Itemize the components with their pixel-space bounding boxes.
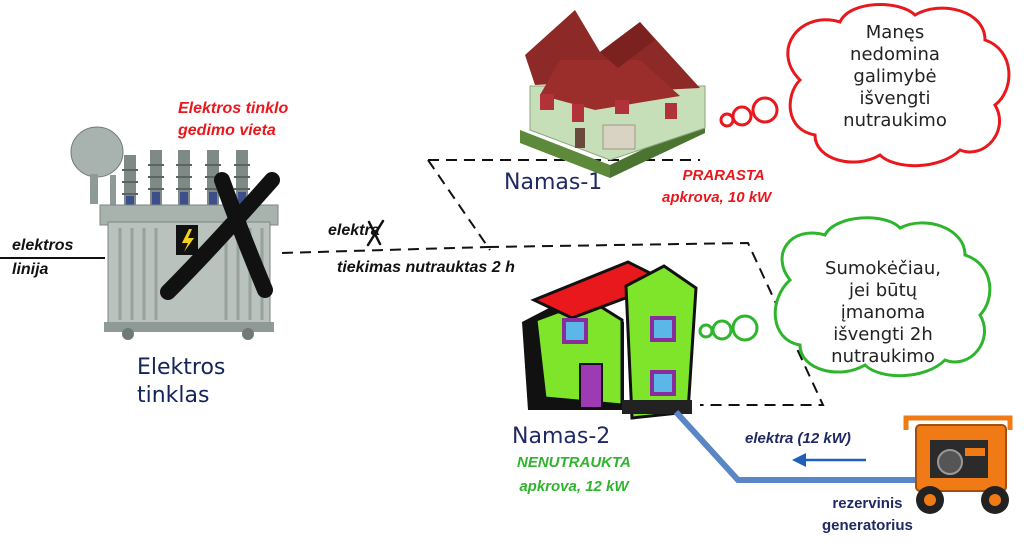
fault-location-label: Elektros tinklo gedimo vieta bbox=[178, 98, 288, 142]
house-2-name: Namas-2 bbox=[512, 424, 611, 449]
power-line-label: elektros linija bbox=[12, 234, 73, 282]
generator-label-line1: rezervinis bbox=[832, 495, 903, 512]
house-2-status-line1: NENUTRAUKTA bbox=[517, 454, 631, 471]
thought-1-line: Manęs bbox=[865, 22, 925, 43]
house-2-status: NENUTRAUKTA apkrova, 12 kW bbox=[517, 451, 631, 499]
generator-label: rezervinis generatorius bbox=[822, 493, 913, 537]
fault-location-line1: Elektros tinklo bbox=[178, 100, 289, 117]
grid-label-line1: Elektros bbox=[137, 355, 226, 380]
thought-1-line: nedomina bbox=[850, 44, 940, 65]
fault-x-icon bbox=[160, 172, 280, 300]
thought-cloud-2-text: Sumokėčiau, jei būtų įmanoma išvengti 2h… bbox=[808, 258, 958, 368]
cancel-x-icon bbox=[366, 219, 385, 247]
thought-cloud-2 bbox=[698, 216, 992, 378]
power-line-label-line1: elektros bbox=[12, 237, 74, 254]
thought-cloud-1-text: Manęs nedomina galimybė išvengti nutrauk… bbox=[820, 22, 970, 132]
generator-icon bbox=[903, 415, 1013, 514]
thought-2-line: jei būtų bbox=[848, 280, 918, 301]
thought-cloud-1 bbox=[719, 3, 1011, 168]
thought-1-line: nutraukimo bbox=[843, 110, 947, 131]
fault-location-line2: gedimo vieta bbox=[178, 122, 276, 139]
supply-interrupted-label: tiekimas nutrauktas 2 h bbox=[337, 259, 515, 276]
house-2-icon bbox=[522, 260, 698, 420]
generator-flow-label: elektra (12 kW) bbox=[745, 430, 851, 447]
generator-feed-line bbox=[673, 409, 920, 483]
thought-2-line: įmanoma bbox=[840, 302, 926, 323]
house-1-status: PRARASTA apkrova, 10 kW bbox=[662, 165, 771, 209]
supply-word-label: elektra bbox=[328, 222, 380, 239]
thought-2-line: Sumokėčiau, bbox=[825, 258, 941, 279]
grid-label: Elektros tinklas bbox=[137, 354, 225, 410]
thought-1-line: galimybė bbox=[853, 66, 937, 87]
thought-1-line: išvengti bbox=[859, 88, 931, 109]
power-line-label-line2: linija bbox=[12, 261, 49, 278]
house-2-status-line2: apkrova, 12 kW bbox=[519, 478, 629, 495]
generator-label-line2: generatorius bbox=[822, 517, 913, 534]
house-1-status-line1: PRARASTA bbox=[682, 167, 765, 184]
flow-arrow-icon bbox=[792, 453, 866, 467]
house-1-name: Namas-1 bbox=[504, 170, 603, 195]
house-1-icon bbox=[520, 10, 706, 178]
house-1-status-line2: apkrova, 10 kW bbox=[662, 189, 772, 206]
thought-2-line: nutraukimo bbox=[831, 346, 935, 367]
grid-label-line2: tinklas bbox=[137, 383, 210, 408]
thought-2-line: išvengti 2h bbox=[833, 324, 933, 345]
